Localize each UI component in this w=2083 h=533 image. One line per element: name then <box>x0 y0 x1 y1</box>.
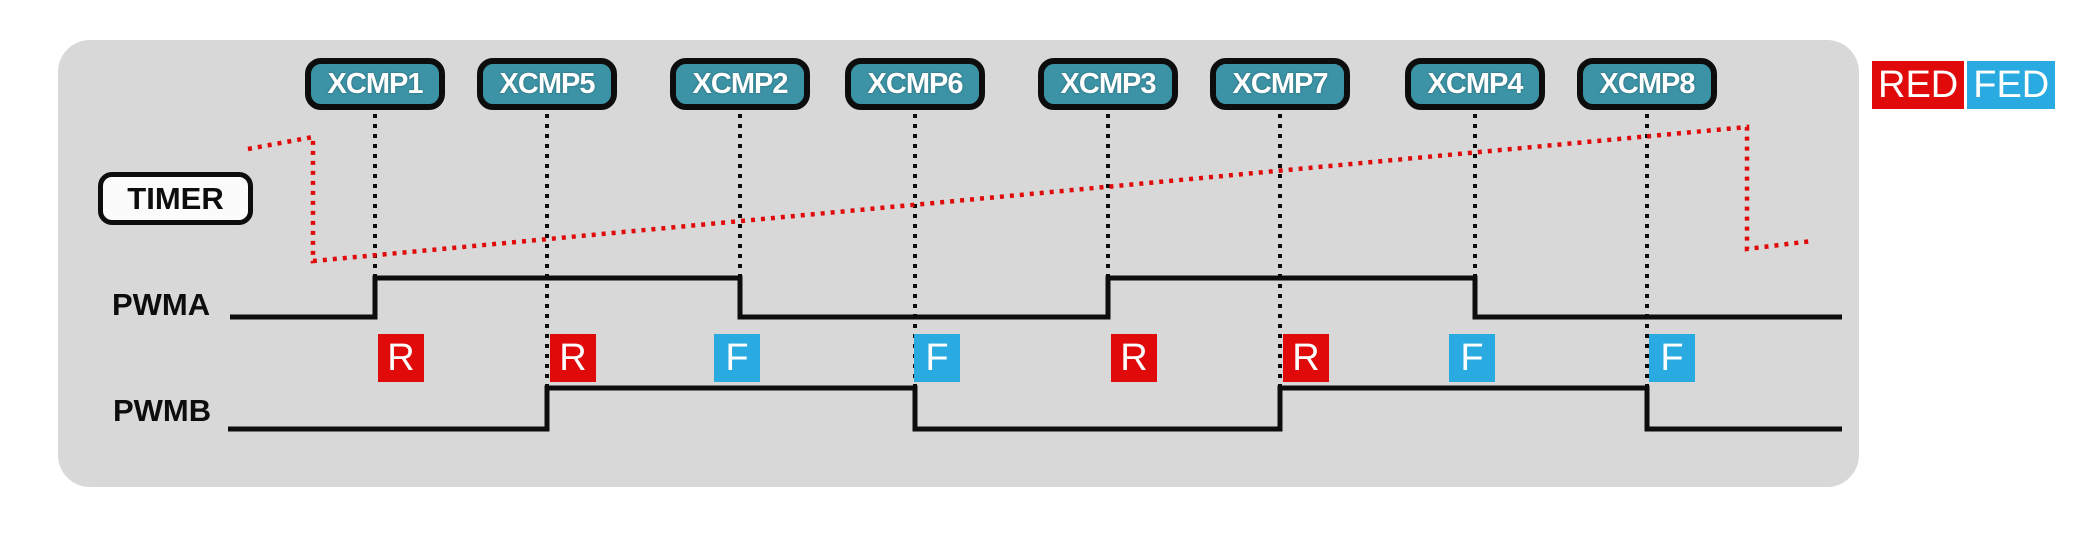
fed-legend-label: FED <box>1967 61 2056 109</box>
xcmp8-label: XCMP8 <box>1577 58 1717 110</box>
falling-edge-marker-xcmp8: F <box>1649 334 1695 382</box>
xcmp6-label: XCMP6 <box>845 58 985 110</box>
xcmp1-label: XCMP1 <box>305 58 445 110</box>
pwma-signal-label: PWMA <box>112 287 211 322</box>
rising-edge-marker-xcmp7: R <box>1283 334 1329 382</box>
xcmp7-label: XCMP7 <box>1210 58 1350 110</box>
falling-edge-marker-xcmp2: F <box>714 334 760 382</box>
rising-edge-marker-xcmp3: R <box>1111 334 1157 382</box>
xcmp5-label: XCMP5 <box>477 58 617 110</box>
pwma-waveform <box>230 275 1842 320</box>
pwmb-waveform <box>228 385 1842 432</box>
falling-edge-marker-xcmp6: F <box>914 334 960 382</box>
xcmp3-label: XCMP3 <box>1038 58 1178 110</box>
xcmp4-label: XCMP4 <box>1405 58 1545 110</box>
rising-edge-marker-xcmp1: R <box>378 334 424 382</box>
xcmp2-label: XCMP2 <box>670 58 810 110</box>
pwmb-signal-label: PWMB <box>113 393 212 428</box>
falling-edge-marker-xcmp4: F <box>1449 334 1495 382</box>
edge-legend: RED FED <box>1872 61 2056 109</box>
timer-label: TIMER <box>98 172 253 225</box>
diagram-panel <box>58 40 1859 487</box>
rising-edge-marker-xcmp5: R <box>550 334 596 382</box>
timer-ramp-line <box>247 124 1813 264</box>
red-legend-label: RED <box>1872 61 1965 109</box>
